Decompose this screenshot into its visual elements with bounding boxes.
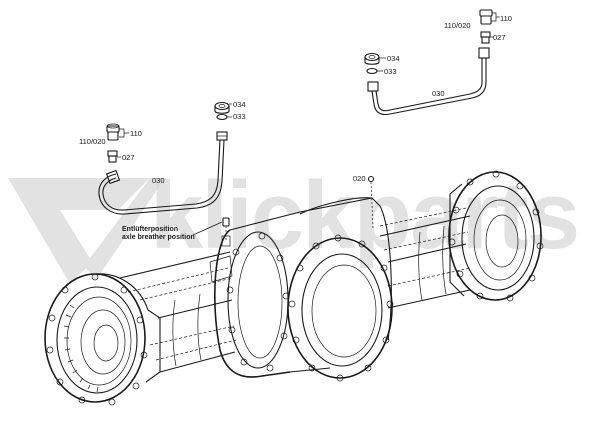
center-housing	[287, 197, 394, 382]
left-pipe-030	[98, 131, 228, 215]
right-adapter-027-icon	[480, 31, 491, 44]
label-left-pipe-030: 030	[152, 176, 165, 185]
right-wheel-flange	[448, 170, 544, 302]
leader-lines	[117, 12, 500, 236]
left-breather-assembly	[98, 101, 230, 242]
right-fitting-110-icon	[479, 9, 493, 25]
label-breather-de: Entlüfterposition	[122, 226, 178, 233]
label-right-nut-034: 034	[387, 54, 400, 63]
label-right-washer-033: 033	[384, 67, 397, 76]
left-washer-033-icon	[216, 113, 228, 121]
label-plug-020: 020	[353, 174, 366, 183]
watermark-logo-icon	[8, 178, 165, 284]
part-labels: 034 033 110 110/020 027 030 Entlüfterpos…	[79, 14, 512, 241]
label-left-nut-034: 034	[233, 100, 246, 109]
label-right-pipe-030: 030	[432, 89, 445, 98]
watermark: klickparts	[8, 162, 580, 284]
plug-020-icon	[367, 175, 375, 229]
left-nut-034-icon	[214, 101, 230, 114]
label-breather-en: axle breather position	[122, 234, 195, 241]
left-wheel-flange	[44, 273, 161, 406]
label-left-fitting-110-020: 110/020	[79, 137, 106, 146]
label-right-adapter-027: 027	[493, 33, 506, 42]
label-left-washer-033: 033	[233, 112, 246, 121]
label-right-fitting-110-020: 110/020	[444, 21, 471, 30]
label-left-adapter-027: 027	[122, 153, 135, 162]
left-axle-tube	[119, 251, 237, 373]
left-fitting-110-icon	[106, 123, 120, 141]
axle-housing-drawing	[44, 170, 544, 406]
right-breather-assembly	[364, 9, 493, 229]
breather-plug-icon	[222, 217, 230, 242]
label-left-fitting-110: 110	[130, 129, 142, 138]
right-pipe-030	[367, 47, 490, 116]
right-axle-tube	[379, 207, 471, 309]
right-washer-033-icon	[366, 67, 378, 75]
left-adapter-027-icon	[107, 150, 118, 163]
right-nut-034-icon	[364, 52, 380, 65]
label-right-fitting-110: 110	[500, 14, 512, 23]
